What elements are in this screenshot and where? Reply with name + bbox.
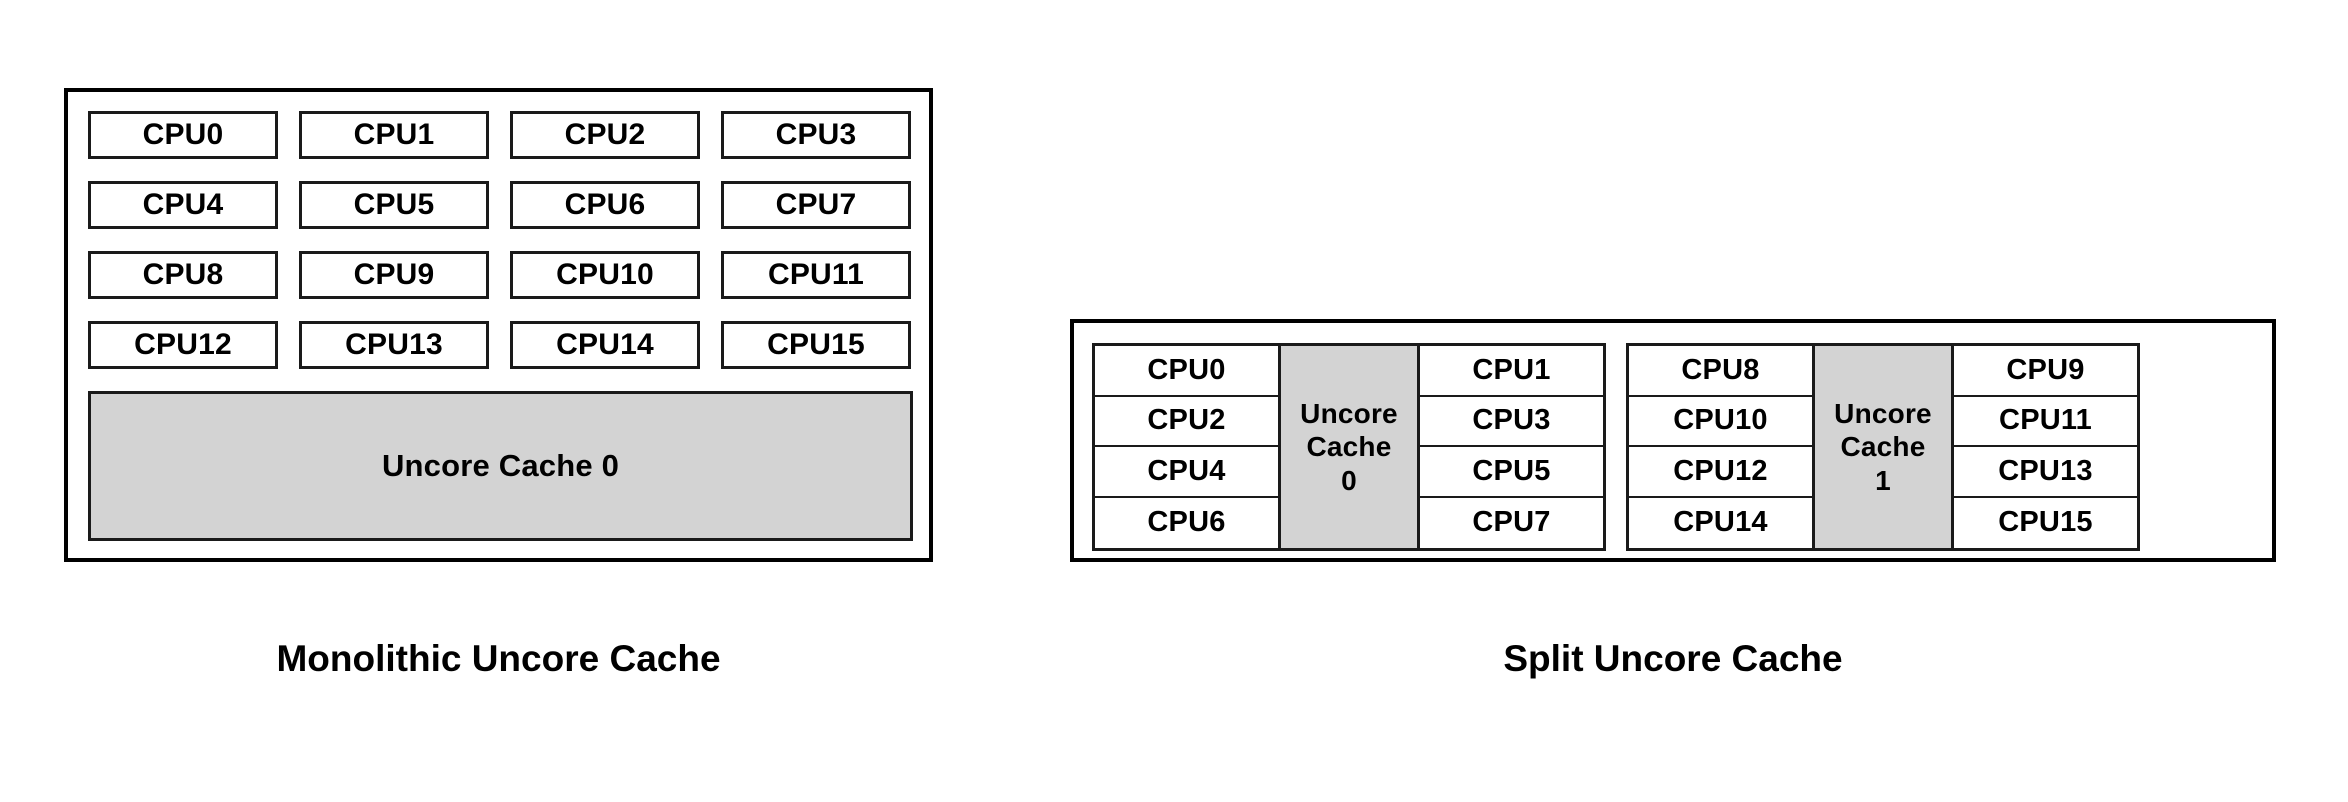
cpu-label: CPU11 (767, 258, 865, 291)
uncore-cache-label-line1: Uncore (1300, 398, 1398, 430)
split-right-cpu-column: CPU9 CPU11 CPU13 CPU15 (1951, 346, 2137, 548)
cpu-label: CPU12 (134, 328, 232, 361)
cpu-label: CPU2 (1147, 404, 1226, 437)
cpu-label: CPU10 (1673, 404, 1768, 437)
cpu-label: CPU6 (1147, 506, 1226, 539)
monolithic-uncore-cache-diagram: CPU0 CPU1 CPU2 CPU3 CPU4 CPU5 CPU6 CPU7 … (64, 88, 933, 562)
cpu-label: CPU10 (556, 258, 654, 291)
uncore-cache-label-line2: Cache (1306, 431, 1392, 463)
cpu-box: CPU15 (1954, 497, 2137, 548)
monolithic-caption: Monolithic Uncore Cache (276, 638, 721, 679)
cpu-box: CPU5 (1420, 447, 1603, 498)
cpu-box: CPU0 (88, 111, 278, 159)
cpu-label: CPU6 (564, 188, 646, 221)
split-left-cpu-column: CPU8 CPU10 CPU12 CPU14 (1629, 346, 1815, 548)
cpu-label: CPU13 (345, 328, 443, 361)
cpu-box: CPU11 (721, 251, 911, 299)
cpu-box: CPU2 (1095, 396, 1278, 448)
cpu-label: CPU14 (1673, 506, 1768, 539)
uncore-cache-label-line3: 1 (1875, 464, 1891, 496)
cpu-box: CPU10 (510, 251, 700, 299)
split-inner-container: CPU0 CPU2 CPU4 CPU6 Uncore Cache 0 CPU1 … (1092, 343, 2140, 551)
cpu-box: CPU7 (1420, 497, 1603, 548)
cpu-label: CPU2 (564, 118, 646, 151)
cpu-box: CPU3 (1420, 396, 1603, 448)
uncore-cache-label-line3: 0 (1341, 464, 1357, 496)
cpu-label: CPU7 (775, 188, 857, 221)
monolithic-inner-container: CPU0 CPU1 CPU2 CPU3 CPU4 CPU5 CPU6 CPU7 … (88, 111, 913, 545)
cpu-label: CPU13 (1998, 454, 2093, 487)
split-caption: Split Uncore Cache (1503, 638, 1843, 679)
uncore-cache-label-line1: Uncore (1834, 398, 1932, 430)
cpu-label: CPU5 (1472, 454, 1551, 487)
cpu-box: CPU8 (1629, 346, 1812, 397)
cpu-label: CPU8 (1681, 353, 1760, 386)
cpu-label: CPU4 (1147, 454, 1226, 487)
cpu-label: CPU9 (2006, 353, 2085, 386)
cpu-label: CPU12 (1673, 454, 1768, 487)
uncore-cache-label-line2: Cache (1840, 431, 1926, 463)
uncore-cache-box: Uncore Cache 0 (88, 391, 913, 541)
split-uncore-cache-diagram: CPU0 CPU2 CPU4 CPU6 Uncore Cache 0 CPU1 … (1070, 319, 2276, 562)
cpu-label: CPU15 (767, 328, 865, 361)
cpu-label: CPU3 (775, 118, 857, 151)
cpu-box: CPU13 (299, 321, 489, 369)
split-left-cpu-column: CPU0 CPU2 CPU4 CPU6 (1095, 346, 1281, 548)
cpu-label: CPU9 (353, 258, 435, 291)
uncore-cache-box: Uncore Cache 0 (1281, 346, 1417, 548)
cpu-label: CPU14 (556, 328, 654, 361)
cpu-box: CPU12 (1629, 447, 1812, 498)
cpu-label: CPU15 (1998, 506, 2093, 539)
cpu-label: CPU8 (142, 258, 224, 291)
cpu-box: CPU1 (1420, 346, 1603, 397)
cpu-label: CPU7 (1472, 506, 1551, 539)
cpu-box: CPU4 (1095, 447, 1278, 498)
cpu-label: CPU4 (142, 188, 224, 221)
split-right-cpu-column: CPU1 CPU3 CPU5 CPU7 (1417, 346, 1603, 548)
cpu-box: CPU0 (1095, 346, 1278, 397)
cpu-box: CPU8 (88, 251, 278, 299)
cpu-label: CPU3 (1472, 404, 1551, 437)
monolithic-cpu-grid: CPU0 CPU1 CPU2 CPU3 CPU4 CPU5 CPU6 CPU7 … (88, 111, 913, 369)
cpu-box: CPU10 (1629, 396, 1812, 448)
split-group: CPU0 CPU2 CPU4 CPU6 Uncore Cache 0 CPU1 … (1092, 343, 1606, 551)
cpu-label: CPU1 (353, 118, 435, 151)
uncore-cache-label: Uncore Cache 0 (381, 448, 620, 483)
cpu-label: CPU5 (353, 188, 435, 221)
cpu-box: CPU1 (299, 111, 489, 159)
cpu-box: CPU5 (299, 181, 489, 229)
cpu-label: CPU11 (1999, 404, 2092, 437)
cpu-box: CPU4 (88, 181, 278, 229)
cpu-box: CPU7 (721, 181, 911, 229)
cpu-box: CPU13 (1954, 447, 2137, 498)
cpu-box: CPU3 (721, 111, 911, 159)
cpu-label: CPU0 (142, 118, 224, 151)
cpu-box: CPU6 (1095, 497, 1278, 548)
cpu-box: CPU6 (510, 181, 700, 229)
cpu-box: CPU12 (88, 321, 278, 369)
cpu-label: CPU1 (1472, 353, 1551, 386)
cpu-box: CPU14 (1629, 497, 1812, 548)
uncore-cache-box: Uncore Cache 1 (1815, 346, 1951, 548)
cpu-label: CPU0 (1147, 353, 1226, 386)
split-group: CPU8 CPU10 CPU12 CPU14 Uncore Cache 1 CP… (1626, 343, 2140, 551)
cpu-box: CPU14 (510, 321, 700, 369)
cpu-box: CPU9 (299, 251, 489, 299)
cpu-box: CPU11 (1954, 396, 2137, 448)
cpu-box: CPU9 (1954, 346, 2137, 397)
cpu-box: CPU15 (721, 321, 911, 369)
cpu-box: CPU2 (510, 111, 700, 159)
